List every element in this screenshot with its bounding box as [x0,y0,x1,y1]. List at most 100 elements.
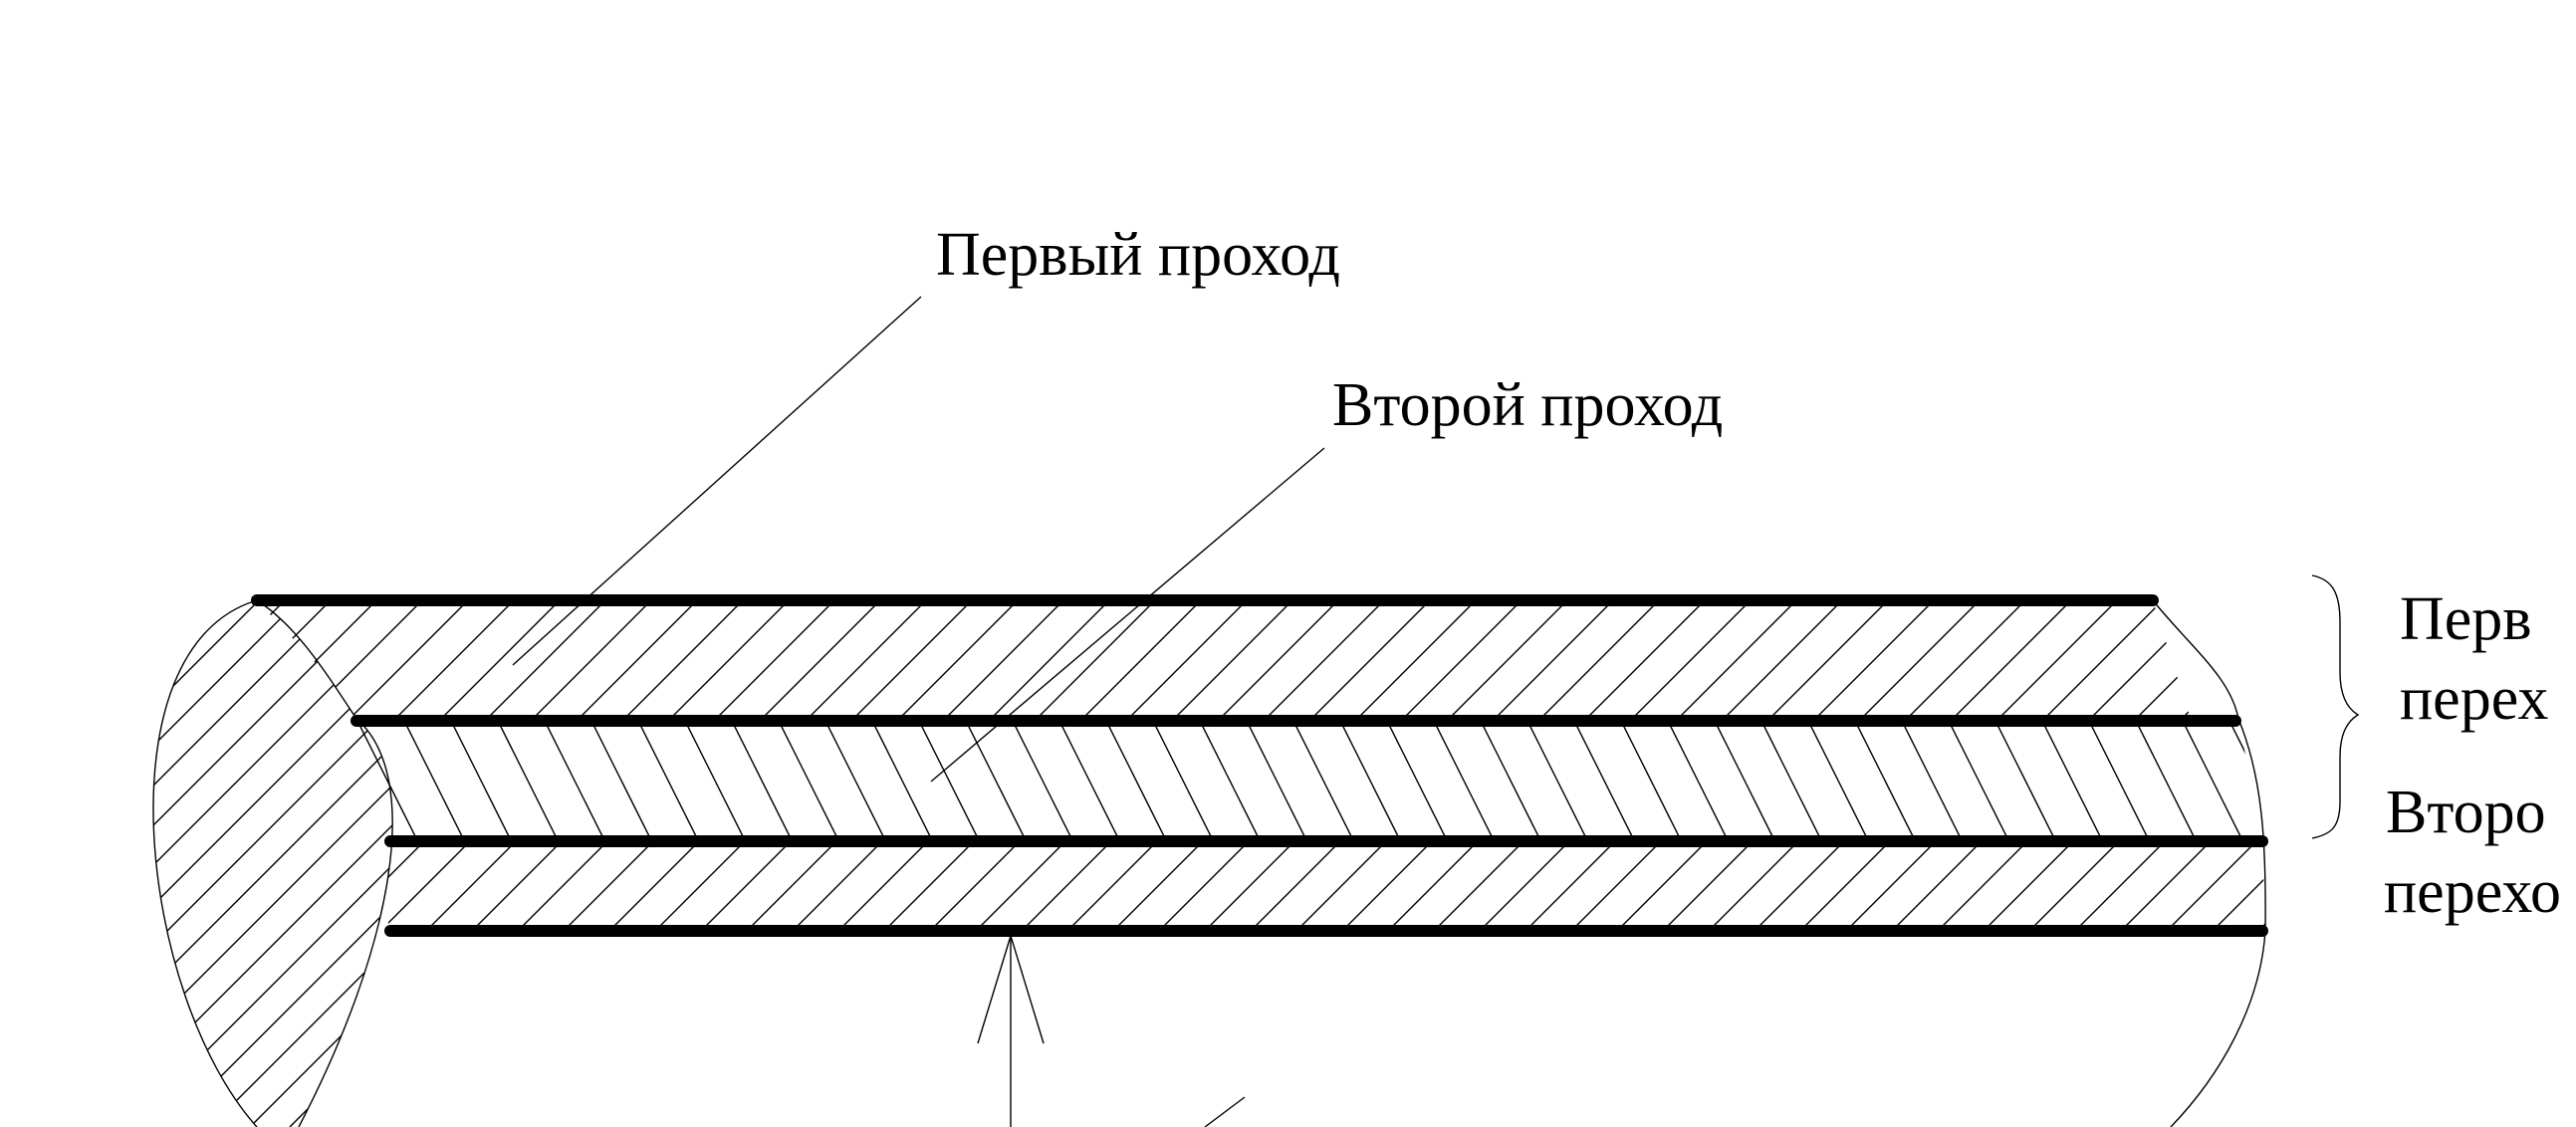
hatch-stroke [808,600,1334,1127]
hatch-stroke [1448,600,1568,719]
hatch-stroke [471,841,563,931]
hatch-stroke [929,841,1021,931]
hatch-stroke [1666,719,1730,841]
hatch-stroke [388,841,471,931]
label-first-pass: Первый проход [936,221,1340,289]
hatch-stroke [1616,841,1708,931]
hatch-stroke [409,600,936,1127]
hatch-stroke [887,600,1414,1127]
hatch-stroke [589,719,653,841]
hatch-stroke [944,600,1064,719]
hatch-stroke [1860,600,1981,719]
hatch-stroke [1432,719,1496,841]
hatch-stroke [1385,719,1449,841]
hatch-stroke [2089,600,2191,719]
hatch-stroke [2304,841,2394,931]
hatch-stroke [289,600,393,1127]
hatch-stroke [648,600,1175,1127]
hatch-stroke [578,600,698,719]
hatch-stroke [1081,600,1202,719]
label-first-transition-line1: Перв [2400,585,2532,653]
hatch-stroke [1198,719,1262,841]
hatch-stroke [440,600,561,719]
hatch-stroke [0,600,100,1127]
hatch-stroke [1768,600,1889,719]
hatch-stroke [837,841,929,931]
hatch-stroke [1539,600,1660,719]
label-second-pass: Второй проход [1332,371,1723,439]
hatch-stroke [1219,600,1339,719]
hatch-stroke [543,719,606,841]
hatch-stroke [2227,600,2346,719]
label-second-transition-line2: перехо [2384,858,2561,926]
hatch-stroke [496,719,560,841]
hatch-stroke [1011,719,1074,841]
hatch-stroke [216,719,278,841]
hatch-stroke [1479,841,1570,931]
hatch-stroke [2120,841,2212,931]
hatch-stroke [2166,841,2257,931]
hatch-stroke [715,600,835,719]
hatch-stroke [152,600,220,1127]
base-layer-hatching [388,841,2394,931]
hatch-stroke [1433,841,1524,931]
right-end-outline [2152,599,2266,1127]
hatch-stroke [654,841,746,931]
hatch-stroke [249,600,393,1127]
hatch-stroke [1631,600,1752,719]
hatch-stroke [169,600,393,1127]
hatch-stroke [1066,841,1158,931]
hatch-stroke [1708,841,1799,931]
hatch-stroke [152,600,393,1127]
hatch-stroke [1265,600,1385,719]
hatch-stroke [1677,600,1797,719]
hatch-stroke [2040,719,2104,841]
curly-brace [2311,574,2360,839]
hatch-stroke [730,719,794,841]
hatch-stroke [1799,841,1891,931]
hatch-stroke [1900,719,1964,841]
hatch-stroke [852,600,973,719]
hatch-stroke [2273,600,2392,719]
label-second-transition-line1: Второ [2386,779,2546,846]
lower-leader [1204,1096,1246,1127]
hatch-stroke [349,600,469,719]
hatch-stroke [1997,600,2118,719]
hatch-stroke [1952,600,2072,719]
hatch-stroke [917,719,981,841]
leader-first-pass [512,296,922,666]
hatch-stroke [669,600,790,719]
label-first-transition-line2: перех [2400,665,2548,733]
hatch-stroke [792,841,883,931]
hatch-stroke [2043,600,2164,719]
hatch-stroke [636,719,700,841]
hatch-stroke [1341,841,1433,931]
hatch-stroke [1036,600,1156,719]
hatch-stroke [1245,719,1308,841]
hatch-stroke [964,719,1028,841]
hatch-stroke [329,600,393,1127]
hatch-stroke [1112,841,1204,931]
hatch-stroke [152,600,379,1127]
hatch-stroke [1057,719,1121,841]
first-layer-hatching [257,600,2392,719]
hatch-stroke [1906,600,2026,719]
arrow-head-left [977,935,1012,1044]
hatch-stroke [2322,719,2384,841]
hatch-stroke [2135,600,2191,719]
hatch-stroke [1173,600,1293,719]
hatch-stroke [761,600,881,719]
hatch-stroke [356,719,419,841]
hatch-stroke [1204,841,1295,931]
hatch-stroke [1295,841,1387,931]
hatch-stroke [529,600,1055,1127]
hatch-stroke [1402,600,1522,719]
hatch-stroke [1250,841,1341,931]
hatch-stroke [532,600,652,719]
end-face-outline [152,599,258,1127]
hatch-stroke [2227,719,2262,841]
hatch-stroke [2181,600,2191,719]
hatch-stroke [152,600,300,1127]
hatch-stroke [700,841,792,931]
